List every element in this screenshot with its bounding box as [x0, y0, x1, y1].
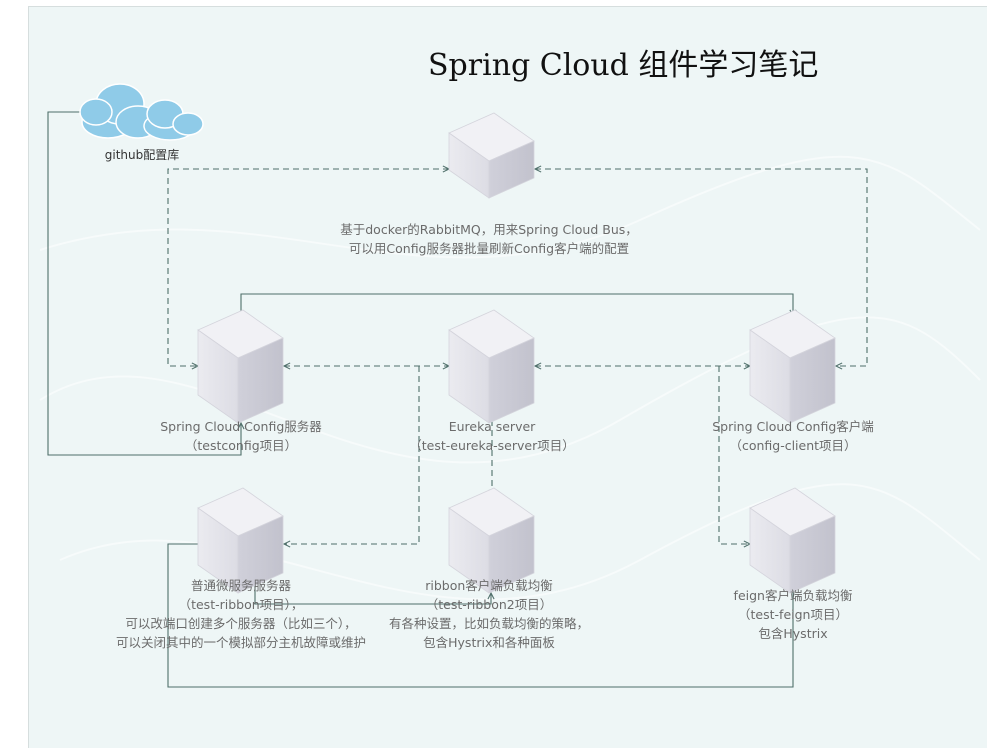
- ribbon-service-label: 普通微服务服务器 （test-ribbon项目）， 可以改端口创建多个服务器（比…: [116, 576, 366, 652]
- config-client-label: Spring Cloud Config客户端 （config-client项目）: [712, 417, 874, 455]
- feign-client-label: feign客户端负载均衡 （test-feign项目） 包含Hystrix: [734, 586, 853, 643]
- config-server-label-line: （testconfig项目）: [184, 438, 298, 453]
- dashed-connectors: [167, 169, 868, 544]
- ribbon-client-label: ribbon客户端负载均衡 （test-ribbon2项目） 有各种设置，比如负…: [389, 576, 589, 652]
- config-server-label-line: Spring Cloud Config服务器: [160, 419, 322, 434]
- rabbitmq-label: 基于docker的RabbitMQ，用来Spring Cloud Bus， 可以…: [340, 220, 638, 258]
- diagram-title: Spring Cloud 组件学习笔记: [428, 48, 819, 83]
- ribbon-service-server-icon: [197, 487, 284, 594]
- bus-to-config-client-line: [535, 169, 868, 366]
- config-server-to-client-line: [240, 293, 793, 316]
- eureka-server-label: Eureka server （test-eureka-server项目）: [409, 417, 574, 455]
- config-server-label: Spring Cloud Config服务器 （testconfig项目）: [160, 417, 322, 455]
- config-client-label-line: （config-client项目）: [729, 438, 857, 453]
- ribbon-service-label-line: 可以改端口创建多个服务器（比如三个），: [125, 616, 357, 631]
- github-to-config-server-line: [47, 111, 241, 456]
- eureka-server-label-line: Eureka server: [448, 419, 536, 434]
- feign-client-server-icon: [749, 487, 836, 594]
- ribbon-client-label-line: 有各种设置，比如负载均衡的策略，: [388, 616, 590, 631]
- config-client-label-line: Spring Cloud Config客户端: [712, 419, 874, 434]
- eureka-server-icon: [448, 309, 535, 424]
- feign-client-label-line: 包含Hystrix: [758, 626, 828, 641]
- github-repo-label: github配置库: [104, 148, 180, 162]
- bus-to-config-server-line: [167, 169, 449, 366]
- feign-loop-line: [167, 495, 793, 688]
- server-nodes: [197, 112, 836, 594]
- ribbon-service-label-line: 普通微服务服务器: [190, 578, 292, 593]
- eureka-server-label-line: （test-eureka-server项目）: [409, 438, 575, 453]
- ribbon-service-to-client-line: [254, 575, 491, 605]
- feign-client-label-line: （test-feign项目）: [738, 607, 848, 622]
- ribbon-client-label-line: 包含Hystrix和各种面板: [423, 635, 555, 650]
- ribbon-client-label-line: （test-ribbon2项目）: [425, 597, 553, 612]
- ribbon-client-server-icon: [448, 487, 535, 594]
- cloud-icon: [79, 83, 204, 141]
- rabbitmq-label-line: 可以用Config服务器批量刷新Config客户端的配置: [348, 241, 630, 256]
- feign-client-label-line: feign客户端负载均衡: [733, 588, 853, 603]
- rabbitmq-server-icon: [448, 112, 535, 199]
- ribbon-service-label-line: 可以关闭其中的一个模拟部分主机故障或维护: [115, 635, 367, 650]
- rabbitmq-label-line: 基于docker的RabbitMQ，用来Spring Cloud Bus，: [340, 222, 638, 237]
- ribbon-service-label-line: （test-ribbon项目），: [178, 597, 304, 612]
- ribbon-client-label-line: ribbon客户端负载均衡: [425, 578, 553, 593]
- config-client-icon: [749, 309, 836, 424]
- config-server-icon: [197, 309, 284, 424]
